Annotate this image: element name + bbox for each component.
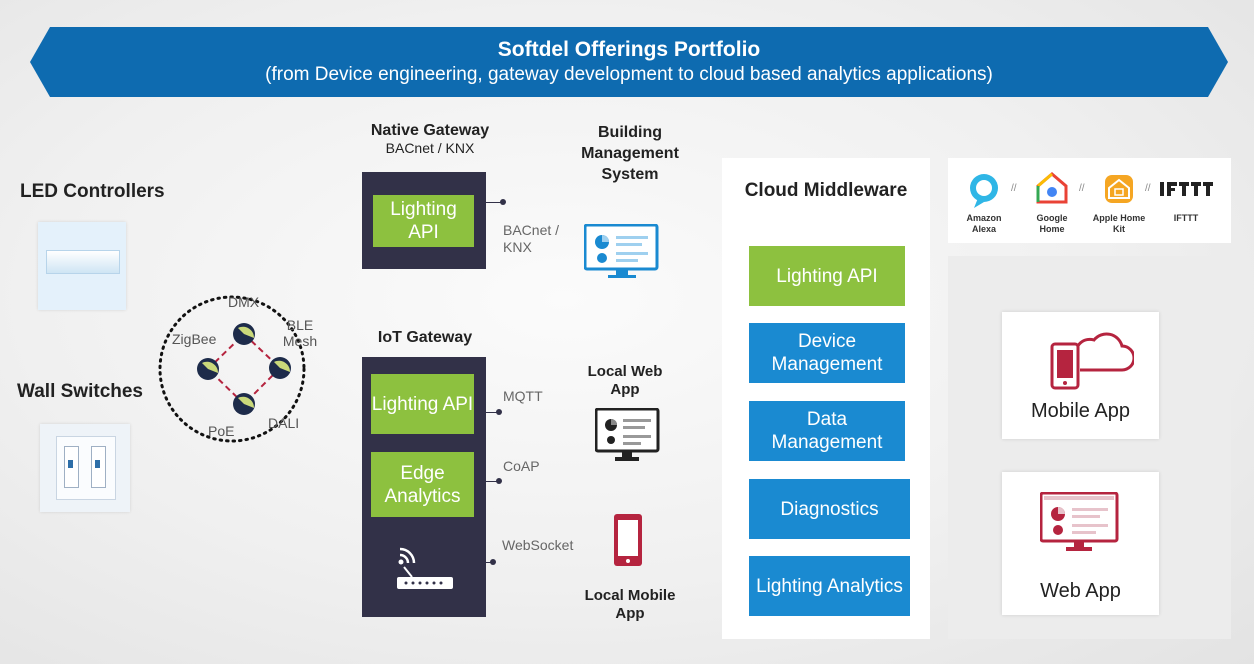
- native-gateway-title: Native Gateway BACnet / KNX: [355, 122, 505, 156]
- page-subtitle: (from Device engineering, gateway develo…: [265, 64, 993, 85]
- connector-dot: [496, 409, 502, 415]
- cloud-lighting-analytics[interactable]: Lighting Analytics: [749, 556, 910, 616]
- protocol-mqtt: MQTT: [503, 388, 543, 404]
- mobile-app-label: Mobile App: [1031, 400, 1130, 422]
- cloud-middleware-title: Cloud Middleware: [744, 180, 908, 201]
- protocol-websocket: WebSocket: [502, 537, 574, 553]
- native-gateway-lighting-api[interactable]: Lighting API: [373, 195, 474, 247]
- cloud-diagnostics[interactable]: Diagnostics: [749, 479, 910, 539]
- connector-dot: [500, 199, 506, 205]
- separator: //: [1145, 183, 1151, 194]
- wall-switch-image: [40, 424, 130, 512]
- web-app-label: Web App: [1040, 580, 1121, 602]
- mobile-cloud-icon: [1050, 332, 1134, 390]
- separator: //: [1011, 183, 1017, 194]
- mesh-label-poe: PoE: [208, 423, 235, 439]
- mesh-label-ble-mesh: BLE Mesh: [282, 317, 318, 349]
- protocol-bacnet-knx: BACnet / KNX: [503, 222, 560, 255]
- header-banner: Softdel Offerings Portfolio (from Device…: [30, 27, 1228, 97]
- bms-label: Building Management System: [581, 124, 679, 183]
- ecosystems-panel: [948, 158, 1231, 243]
- router-icon: [397, 547, 453, 589]
- iot-gateway-edge-analytics[interactable]: Edge Analytics: [371, 452, 474, 517]
- cloud-data-management[interactable]: Data Management: [749, 401, 905, 461]
- native-gateway-subtitle: BACnet / KNX: [385, 140, 475, 156]
- mesh-nodes: [197, 323, 291, 415]
- iot-gateway-title: IoT Gateway: [377, 329, 473, 346]
- ecosystem-label-apple-homekit: Apple Home Kit: [1092, 213, 1146, 234]
- google-home-icon: [1036, 172, 1068, 204]
- local-mobile-phone-icon: [614, 514, 642, 566]
- led-controllers-label: LED Controllers: [20, 181, 165, 202]
- separator: //: [1079, 183, 1085, 194]
- cloud-lighting-api[interactable]: Lighting API: [749, 246, 905, 306]
- local-mobile-app-label: Local Mobile App: [584, 587, 676, 622]
- bms-monitor-icon: [584, 224, 659, 278]
- ifttt-icon: [1160, 182, 1213, 196]
- alexa-icon: [970, 174, 998, 208]
- local-web-app-label: Local Web App: [587, 363, 663, 398]
- apple-homekit-icon: [1105, 175, 1133, 203]
- connector-dot: [496, 478, 502, 484]
- mobile-app-card[interactable]: Mobile App: [1002, 312, 1159, 439]
- local-web-monitor-icon: [595, 408, 660, 461]
- page-title: Softdel Offerings Portfolio: [497, 38, 761, 61]
- connector-dot: [490, 559, 496, 565]
- protocol-coap: CoAP: [503, 458, 540, 474]
- iot-gateway-lighting-api[interactable]: Lighting API: [371, 374, 474, 434]
- wall-switches-label: Wall Switches: [17, 381, 143, 402]
- ecosystem-label-google-home: Google Home: [1036, 213, 1068, 234]
- ecosystem-label-alexa: Amazon Alexa: [966, 213, 1002, 234]
- web-app-card[interactable]: Web App: [1002, 472, 1159, 615]
- mesh-label-dmx: DMX: [228, 294, 260, 310]
- web-app-monitor-icon: [1040, 492, 1119, 551]
- mesh-label-zigbee: ZigBee: [172, 331, 217, 347]
- mesh-network-diagram: [158, 295, 306, 443]
- ecosystem-label-ifttt: IFTTT: [1173, 213, 1199, 223]
- cloud-device-management[interactable]: Device Management: [749, 323, 905, 383]
- mesh-label-dali: DALI: [268, 415, 300, 431]
- led-controller-image: [38, 222, 126, 310]
